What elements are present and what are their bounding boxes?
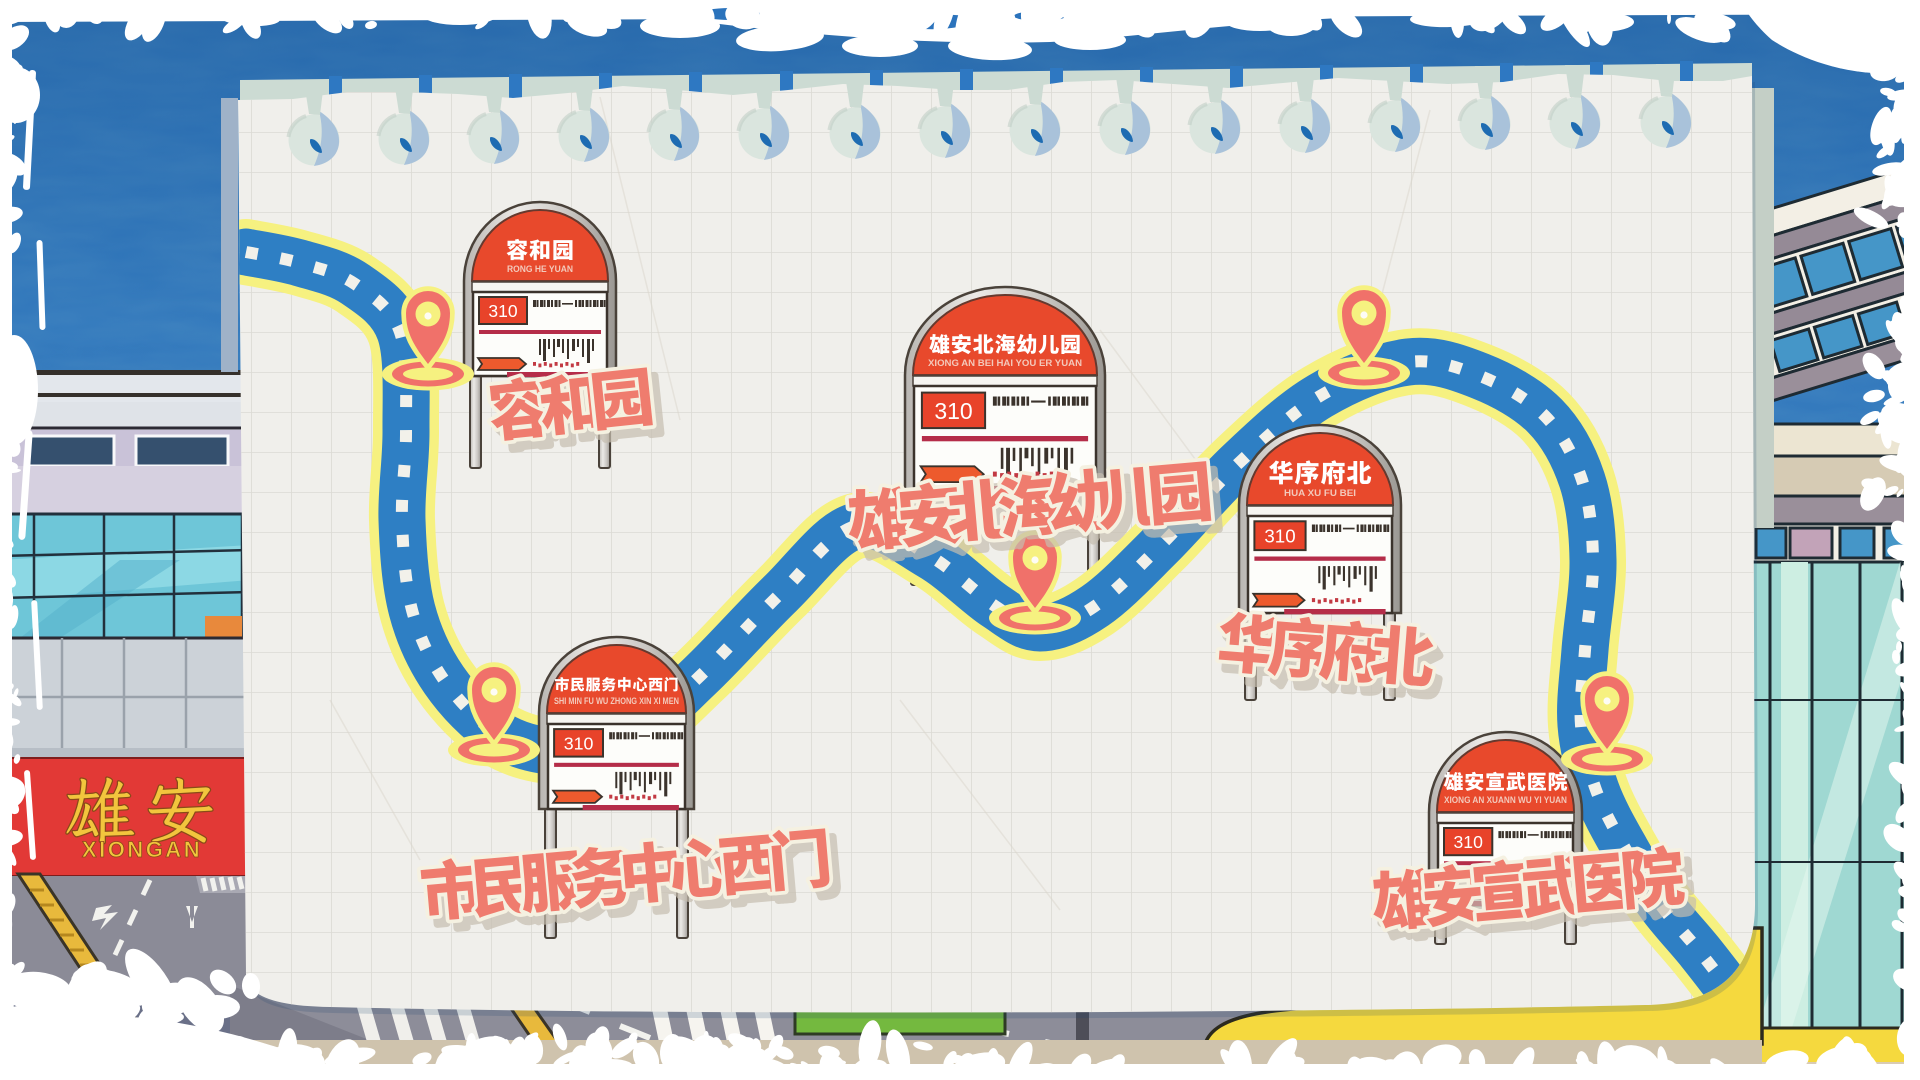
svg-text:310: 310 — [564, 734, 594, 754]
svg-text:XIONG AN XUANN WU YI YUAN: XIONG AN XUANN WU YI YUAN — [1444, 795, 1567, 805]
svg-text:310: 310 — [1454, 832, 1484, 852]
svg-text:SHI MIN FU WU ZHONG XIN XI MEN: SHI MIN FU WU ZHONG XIN XI MEN — [554, 696, 679, 706]
svg-text:XIONG AN BEI HAI YOU ER YUAN: XIONG AN BEI HAI YOU ER YUAN — [928, 358, 1082, 368]
svg-text:HUA XU FU BEI: HUA XU FU BEI — [1284, 488, 1356, 498]
svg-text:XIONGAN: XIONGAN — [82, 837, 202, 862]
svg-text:310: 310 — [1264, 526, 1295, 547]
svg-text:310: 310 — [488, 301, 517, 321]
svg-text:310: 310 — [934, 398, 972, 424]
svg-text:RONG HE YUAN: RONG HE YUAN — [507, 264, 573, 274]
